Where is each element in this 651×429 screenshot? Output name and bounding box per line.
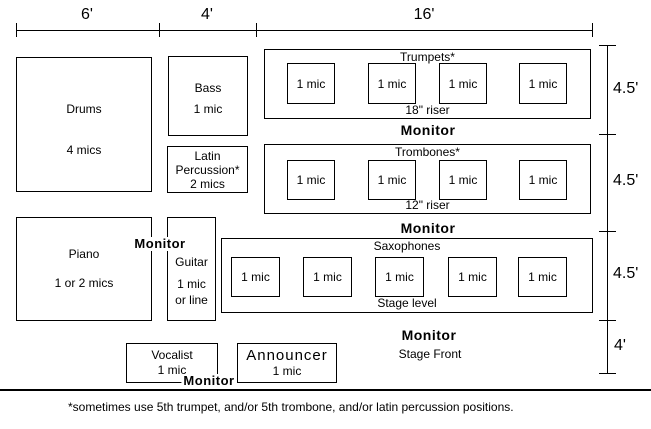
right-dimension-line <box>607 45 608 374</box>
piano-monitor-label: Monitor <box>132 236 188 251</box>
trumpet-mic-box-4: 1 mic <box>519 63 567 104</box>
dimension-tick <box>592 23 593 37</box>
trombone-mic-box-2: 1 mic <box>368 160 416 200</box>
dimension-label-4ft: 4' <box>201 6 213 23</box>
trombone-mic-box-1: 1 mic <box>287 160 335 200</box>
drums-label: Drums <box>66 101 102 116</box>
dimension-tick <box>256 23 257 37</box>
dimension-label-front-depth: 4' <box>614 337 626 354</box>
latin-percussion-label-line1: Latin <box>194 148 221 163</box>
sax-mic-box-3: 1 mic <box>375 257 424 297</box>
saxophones-monitor-label: Monitor <box>399 327 459 343</box>
trombones-section-label: Trombones* <box>395 145 460 159</box>
saxophones-section-label: Saxophones <box>373 239 441 253</box>
bass-mic-count: 1 mic <box>193 102 223 116</box>
top-dimension-line <box>16 30 592 31</box>
vocalist-mic-count: 1 mic <box>157 363 187 377</box>
sax-mic-box-1: 1 mic <box>231 257 280 297</box>
saxophones-box: Saxophones 1 mic 1 mic 1 mic 1 mic 1 mic… <box>221 238 593 313</box>
stage-front-label: Stage Front <box>398 347 462 361</box>
mic-label: 1 mic <box>377 76 407 91</box>
trumpet-mic-box-1: 1 mic <box>287 63 335 104</box>
guitar-label: Guitar <box>175 255 208 269</box>
bass-box: Bass 1 mic <box>168 56 248 136</box>
announcer-box: Announcer 1 mic <box>237 343 337 383</box>
dimension-tick <box>599 320 616 321</box>
trumpet-mic-box-2: 1 mic <box>368 63 416 104</box>
mic-label: 1 mic <box>448 76 478 91</box>
drums-box: Drums 4 mics <box>16 57 152 192</box>
trumpets-section-label: Trumpets* <box>400 50 455 64</box>
dimension-label-sax-depth: 4.5' <box>613 265 639 282</box>
trombone-mic-box-4: 1 mic <box>519 160 567 200</box>
mic-label: 1 mic <box>528 270 557 284</box>
guitar-mic-count: 1 mic <box>177 277 206 291</box>
announcer-label: Announcer <box>246 347 328 364</box>
drums-mic-count: 4 mics <box>66 142 102 157</box>
trombones-monitor-label: Monitor <box>398 220 458 236</box>
dimension-tick <box>599 45 616 46</box>
dimension-tick <box>599 373 616 374</box>
piano-mic-count: 1 or 2 mics <box>54 276 114 290</box>
saxophones-stage-level-label: Stage level <box>377 296 437 310</box>
latin-percussion-mic-count: 2 mics <box>190 176 225 191</box>
dimension-label-6ft: 6' <box>81 6 93 23</box>
footnote: *sometimes use 5th trumpet, and/or 5th t… <box>68 400 514 414</box>
dimension-label-trumpet-depth: 4.5' <box>613 80 639 97</box>
mic-label: 1 mic <box>313 270 342 284</box>
dimension-tick <box>159 23 160 37</box>
trumpets-riser-box: Trumpets* 1 mic 1 mic 1 mic 1 mic 18" ri… <box>264 49 591 119</box>
trumpets-riser-label: 18" riser <box>405 103 450 117</box>
dimension-label-trombone-depth: 4.5' <box>613 172 639 189</box>
sax-mic-box-4: 1 mic <box>448 257 497 297</box>
mic-label: 1 mic <box>448 173 478 187</box>
bass-label: Bass <box>194 81 222 95</box>
sax-mic-box-2: 1 mic <box>303 257 352 297</box>
mic-label: 1 mic <box>528 76 558 91</box>
trumpets-monitor-label: Monitor <box>398 122 458 138</box>
guitar-box: Guitar 1 mic or line <box>167 217 216 321</box>
trombones-riser-label: 12" riser <box>405 198 450 212</box>
mic-label: 1 mic <box>377 173 407 187</box>
dimension-label-16ft: 16' <box>413 6 435 23</box>
mic-label: 1 mic <box>458 270 487 284</box>
guitar-mic-or-line: or line <box>175 293 208 307</box>
mic-label: 1 mic <box>528 173 558 187</box>
latin-percussion-label-line2: Percussion* <box>175 162 240 177</box>
dimension-tick <box>599 231 616 232</box>
vocalist-monitor-label: Monitor <box>181 373 237 388</box>
dimension-tick <box>16 23 17 37</box>
mic-label: 1 mic <box>296 76 326 91</box>
sax-mic-box-5: 1 mic <box>518 257 567 297</box>
stage-front-edge-line <box>0 389 651 391</box>
trumpet-mic-box-3: 1 mic <box>439 63 487 104</box>
mic-label: 1 mic <box>296 173 326 187</box>
vocalist-label: Vocalist <box>151 348 193 362</box>
trombones-riser-box: Trombones* 1 mic 1 mic 1 mic 1 mic 12" r… <box>264 144 591 214</box>
piano-label: Piano <box>68 247 100 261</box>
dimension-tick <box>599 134 616 135</box>
announcer-mic-count: 1 mic <box>272 364 302 378</box>
latin-percussion-box: Latin Percussion* 2 mics <box>167 146 248 193</box>
piano-box: Piano 1 or 2 mics <box>16 217 152 321</box>
trombone-mic-box-3: 1 mic <box>439 160 487 200</box>
mic-label: 1 mic <box>241 270 270 284</box>
mic-label: 1 mic <box>385 270 414 284</box>
